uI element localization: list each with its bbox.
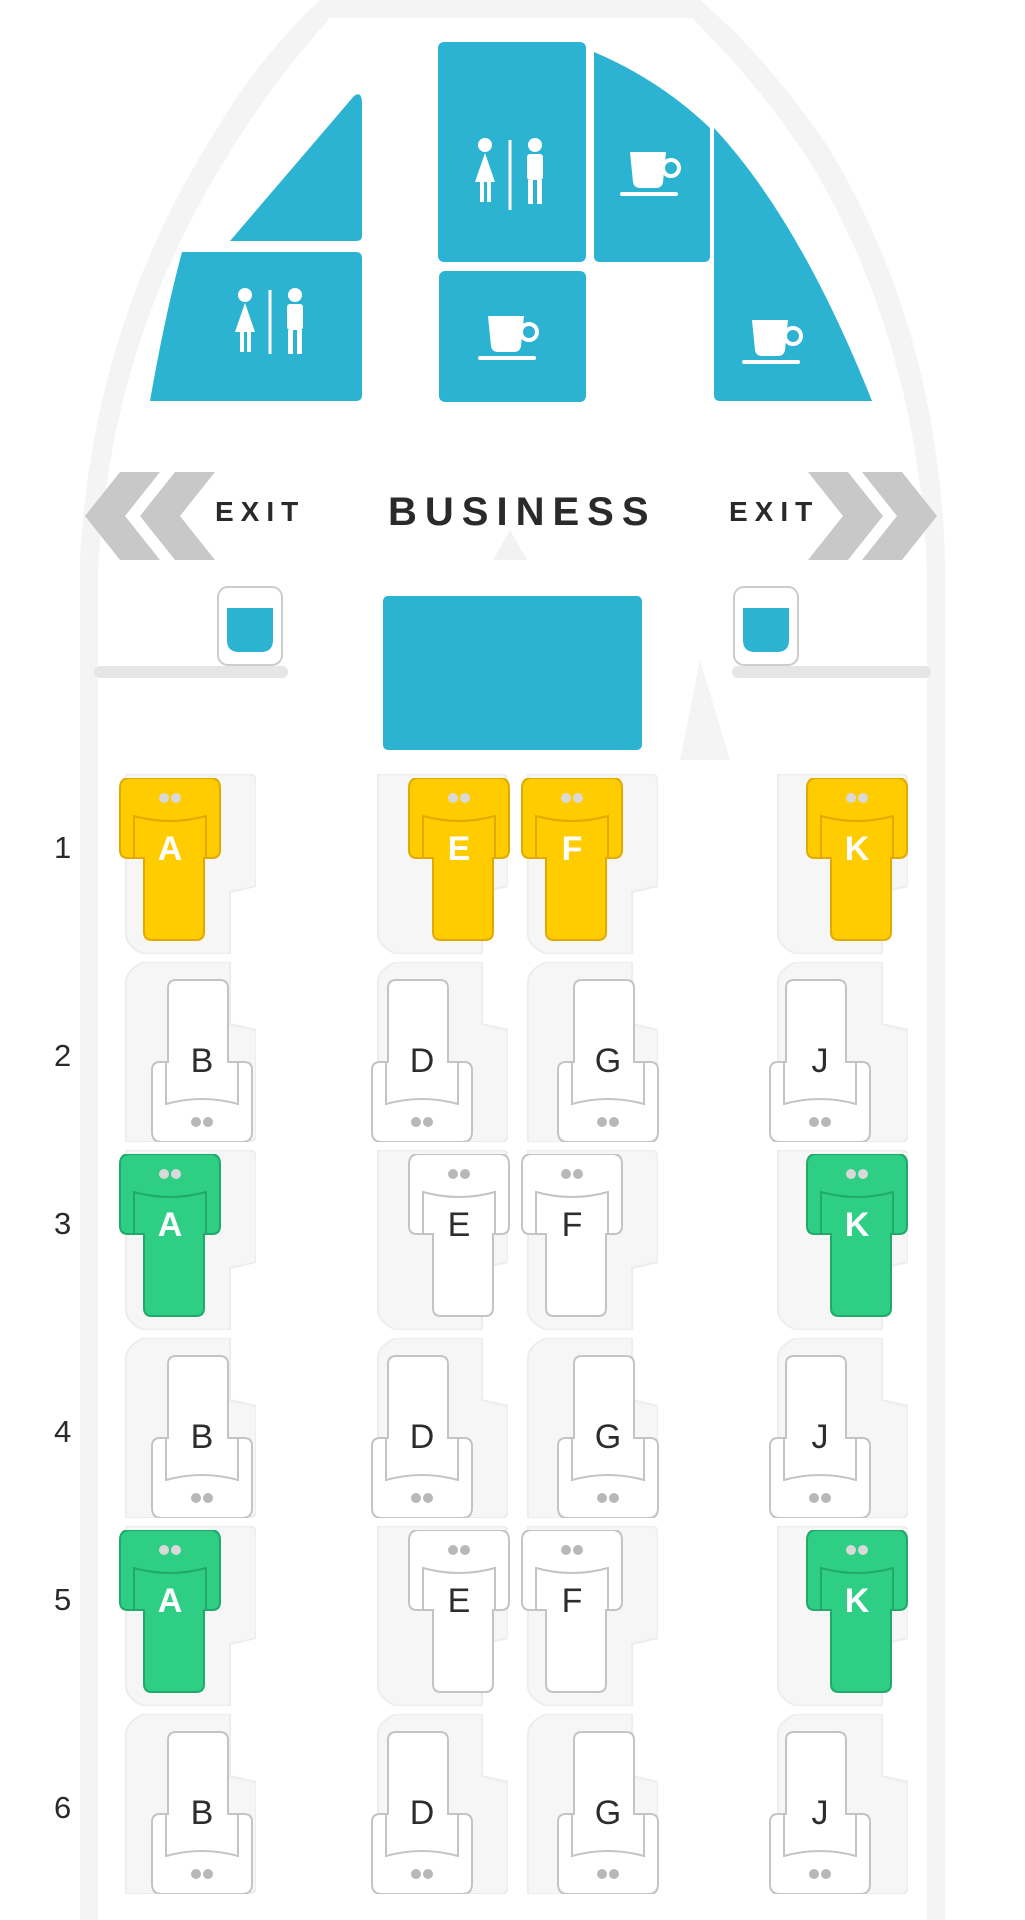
seat-5E[interactable]: E [407,1530,511,1694]
seat-icon [521,778,623,941]
exit-label-left: EXIT [215,496,306,527]
seat-icon [769,979,871,1142]
row-number: 6 [54,1790,72,1825]
seat-4G[interactable]: G [556,1354,660,1518]
seat-icon [119,778,221,941]
seat-2D[interactable]: D [370,978,474,1142]
row-number: 3 [54,1206,72,1241]
seat-6J[interactable]: J [768,1730,872,1894]
row-number: 4 [54,1414,72,1449]
seat-3F[interactable]: F [520,1154,624,1318]
seat-4J[interactable]: J [768,1354,872,1518]
seat-6G[interactable]: G [556,1730,660,1894]
bulkhead-screen [383,596,642,750]
drink-holder-right-icon [733,586,799,666]
seat-icon [371,1731,473,1894]
seat-4D[interactable]: D [370,1354,474,1518]
exit-chevron-left-icon [85,472,215,560]
seat-icon [151,1355,253,1518]
seat-1K: K [805,778,909,942]
seat-icon [408,1154,510,1317]
seat-icon [119,1530,221,1693]
seat-2B[interactable]: B [150,978,254,1142]
seat-icon [119,1154,221,1317]
lavatory-block-center [438,42,586,262]
row-number: 5 [54,1582,72,1617]
seat-1A: A [118,778,222,942]
seat-icon [769,1355,871,1518]
seat-3K[interactable]: K [805,1154,909,1318]
seat-1F: F [520,778,624,942]
exit-label-right: EXIT [729,496,820,527]
seat-icon [806,1530,908,1693]
cabin-title: BUSINESS [388,490,657,534]
lavatory-block-left [150,94,362,401]
exit-chevron-right-icon [808,472,937,560]
seat-icon [557,1355,659,1518]
seat-icon [151,979,253,1142]
row-number: 2 [54,1038,72,1073]
lavatory-icon [235,138,543,354]
galley-icon [478,152,803,364]
seat-icon [151,1731,253,1894]
seat-icon [557,1731,659,1894]
seat-icon [371,979,473,1142]
seat-icon [408,778,510,941]
seat-icon [408,1530,510,1693]
seat-1E: E [407,778,511,942]
seat-3A[interactable]: A [118,1154,222,1318]
seat-6B[interactable]: B [150,1730,254,1894]
seat-5K[interactable]: K [805,1530,909,1694]
seat-2J[interactable]: J [768,978,872,1142]
seat-4B[interactable]: B [150,1354,254,1518]
seat-2G[interactable]: G [556,978,660,1142]
seat-3E[interactable]: E [407,1154,511,1318]
seat-icon [371,1355,473,1518]
seat-5A[interactable]: A [118,1530,222,1694]
drink-holder-left-icon [217,586,283,666]
seat-icon [769,1731,871,1894]
seat-icon [557,979,659,1142]
row-number: 1 [54,830,72,865]
seat-icon [806,778,908,941]
seat-icon [806,1154,908,1317]
seat-icon [521,1530,623,1693]
seat-6D[interactable]: D [370,1730,474,1894]
seat-icon [521,1154,623,1317]
seat-5F[interactable]: F [520,1530,624,1694]
